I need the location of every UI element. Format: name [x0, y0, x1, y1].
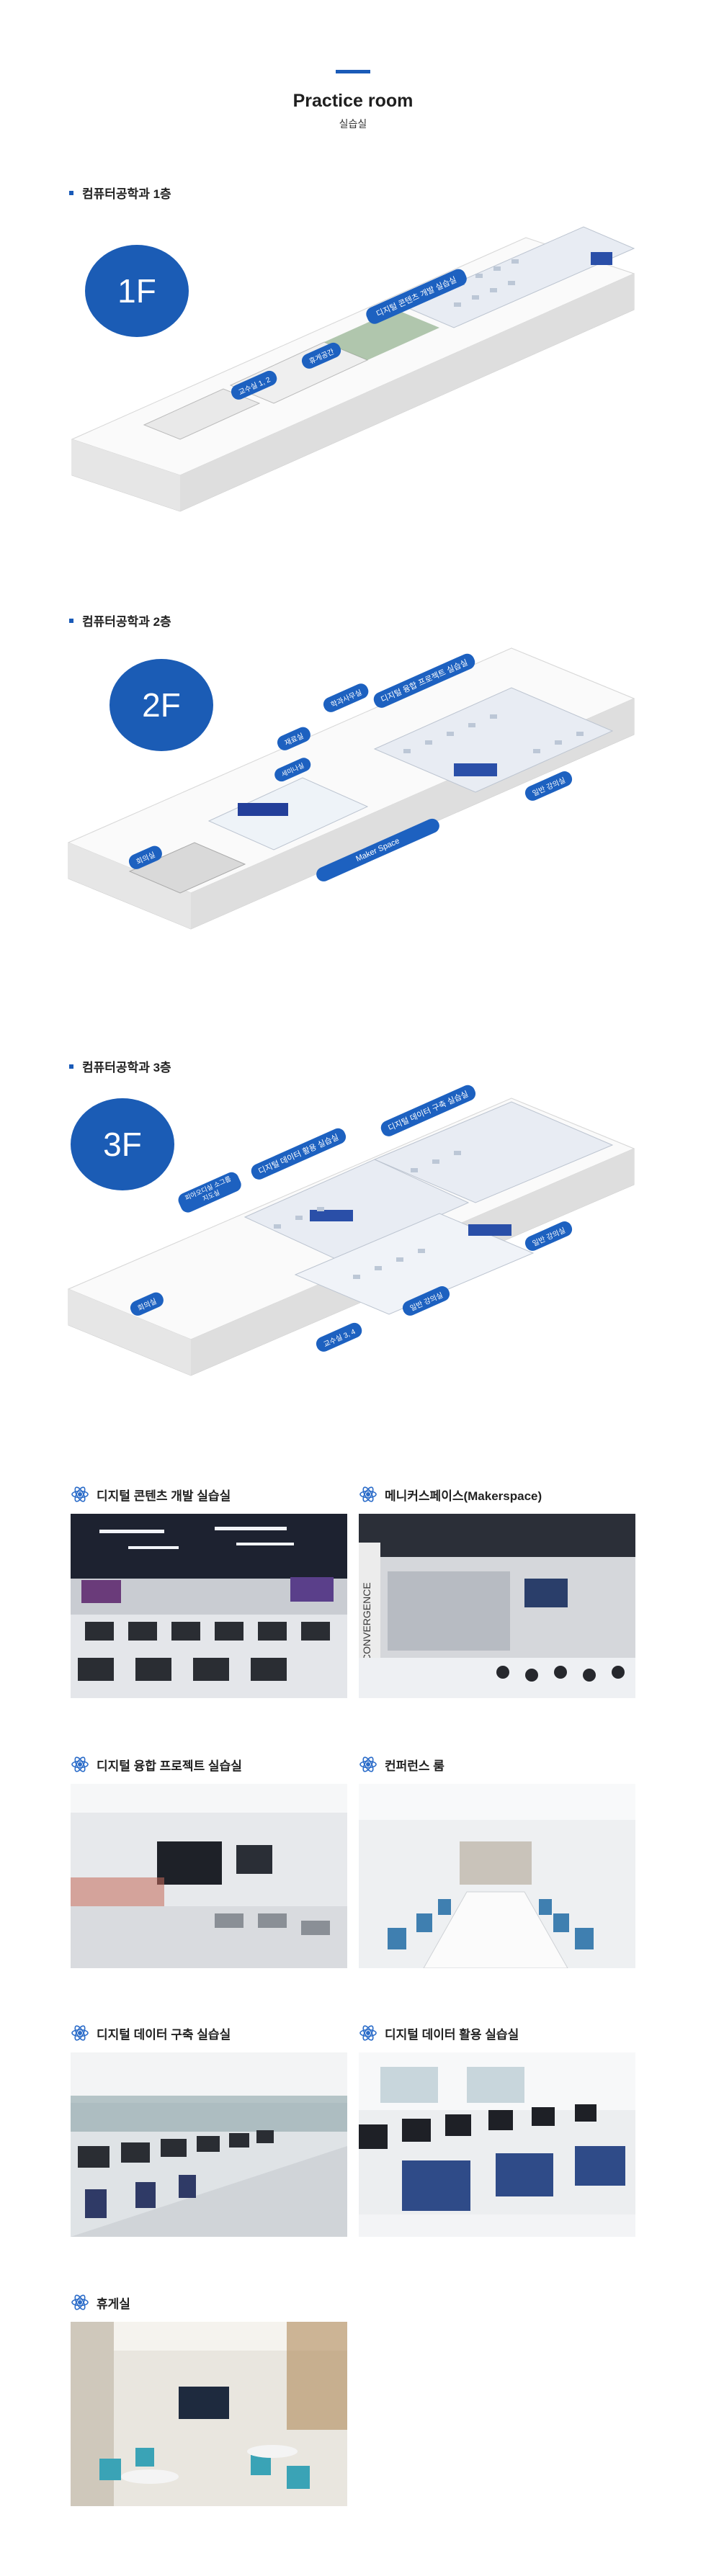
bullet-icon	[69, 190, 73, 195]
photo-makerspace: CONVERGENCE	[359, 1514, 635, 1698]
floor-3-plan: 3F 회의실 피아오디실 소그룹지도실 디지털 데이터 활용 실습실 디지털 데…	[65, 1082, 641, 1426]
photo-digital-data-build-lab	[71, 2052, 347, 2237]
floor-1-heading: 컴퓨터공학과 1층	[69, 184, 171, 202]
photo-digital-convergence-lab	[71, 1784, 347, 1968]
floor-2-plan: 2F 회의실 세미나실 재료실 학과사무실 디지털 융합 프로젝트 실습실 일반…	[65, 641, 641, 987]
gallery-item: 디지털 데이터 구축 실습실	[71, 2022, 347, 2237]
gallery-item: 휴게실	[71, 2292, 347, 2506]
gallery-item: 디지털 데이터 활용 실습실	[359, 2022, 635, 2237]
atom-icon	[71, 2293, 89, 2312]
floor-3-badge: 3F	[71, 1098, 174, 1190]
atom-icon	[359, 2024, 377, 2042]
floor-1-badge: 1F	[85, 245, 189, 337]
photo-digital-content-lab	[71, 1514, 347, 1698]
atom-icon	[71, 1485, 89, 1504]
page-title: Practice room	[292, 91, 414, 111]
page-subtitle: 실습실	[339, 118, 367, 130]
gallery-label: 디지털 데이터 구축 실습실	[97, 2027, 231, 2042]
gallery-label: 디지털 데이터 활용 실습실	[385, 2027, 519, 2042]
gallery-item: 디지털 콘텐츠 개발 실습실	[71, 1484, 347, 1698]
floor-3-heading-text: 컴퓨터공학과 3층	[82, 1061, 171, 1074]
floor-2-illustration	[67, 647, 635, 930]
floor-3-illustration	[67, 1098, 635, 1376]
gallery-label: 휴게실	[97, 2297, 130, 2311]
title-accent-bar	[336, 70, 370, 73]
floor-2-badge: 2F	[110, 659, 213, 751]
photo-lounge	[71, 2322, 347, 2506]
gallery-label: 디지털 콘텐츠 개발 실습실	[97, 1489, 231, 1503]
gallery-label: 디지털 융합 프로젝트 실습실	[97, 1759, 242, 1773]
gallery-label: 컨퍼런스 룸	[385, 1759, 444, 1773]
photo-digital-data-use-lab	[359, 2052, 635, 2237]
photo-conference-room	[359, 1784, 635, 1968]
atom-icon	[359, 1755, 377, 1774]
atom-icon	[71, 1755, 89, 1774]
floor-3-heading: 컴퓨터공학과 3층	[69, 1057, 171, 1075]
gallery-label: 메니커스페이스(Makerspace)	[385, 1489, 542, 1503]
floor-1-plan: 1F 교수실 1, 2 휴게공간 디지털 콘텐츠 개발 실습실	[65, 223, 641, 555]
gallery-item: 메니커스페이스(Makerspace) CONVERGENCE	[359, 1484, 635, 1698]
bullet-icon	[69, 1064, 73, 1069]
floor-2-heading-text: 컴퓨터공학과 2층	[82, 615, 171, 629]
wall-text: CONVERGENCE	[361, 1582, 372, 1661]
floor-1-heading-text: 컴퓨터공학과 1층	[82, 187, 171, 201]
bullet-icon	[69, 618, 73, 623]
atom-icon	[71, 2024, 89, 2042]
floor-2-heading: 컴퓨터공학과 2층	[69, 611, 171, 629]
floor-1-illustration	[71, 226, 635, 512]
gallery-item: 컨퍼런스 룸	[359, 1754, 635, 1968]
atom-icon	[359, 1485, 377, 1504]
gallery-item: 디지털 융합 프로젝트 실습실	[71, 1754, 347, 1968]
